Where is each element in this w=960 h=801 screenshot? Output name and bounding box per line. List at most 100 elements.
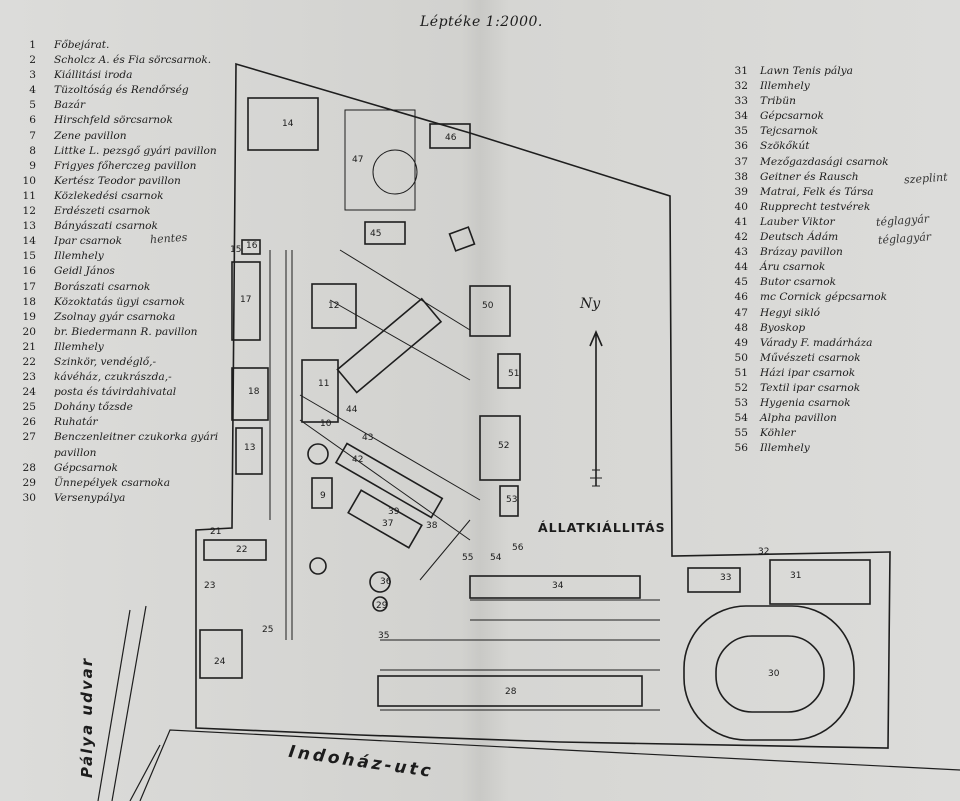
legend-text: Geidl János: [54, 265, 115, 278]
legend-number: 24: [22, 386, 36, 399]
legend-text: Kertész Teodor pavillon: [54, 174, 181, 187]
legend-number: 16: [22, 265, 36, 278]
building-45-hall: [336, 297, 443, 394]
legend-number: 15: [22, 250, 36, 263]
map-number-32: 32: [758, 547, 769, 557]
legend-number: 10: [22, 174, 36, 187]
legend-number: 50: [734, 351, 748, 364]
building-33: [687, 567, 741, 593]
legend-number: 49: [734, 336, 748, 349]
building-12: [311, 283, 357, 329]
legend-text: Ipar csarnok: [54, 235, 123, 248]
map-number-51: 51: [508, 369, 519, 379]
building-18: [231, 367, 269, 421]
legend-entry: 10 Kertész Teodor pavillon: [8, 174, 218, 189]
legend-text: Mezőgazdasági csarnok: [760, 155, 889, 168]
legend-number: 55: [734, 427, 748, 440]
legend-number: 38: [734, 170, 748, 183]
legend-number: 31: [734, 65, 748, 77]
map-number-10: 10: [320, 419, 332, 429]
legend-number: 6: [29, 114, 36, 127]
legend-text: mc Cornick gépcsarnok: [760, 291, 888, 304]
building-9: [311, 477, 333, 509]
place-label-palya-udvar: Pálya udvar: [78, 656, 96, 778]
legend-number: 9: [29, 159, 36, 172]
map-number-47: 47: [352, 155, 363, 165]
legend-number: 53: [734, 397, 748, 410]
map-number-54: 54: [490, 553, 502, 563]
legend-text: Áru csarnok: [760, 261, 826, 274]
legend-text: Geitner és Rausch: [760, 170, 859, 183]
legend-number: 2: [29, 54, 36, 67]
legend-text: Dohány tőzsde: [54, 401, 133, 414]
legend-text: Köhler: [760, 427, 796, 440]
legend-text: Kiállitási iroda: [54, 69, 133, 82]
map-scale: Léptéke 1:2000.: [420, 14, 543, 30]
legend-number: 22: [22, 355, 36, 368]
legend-text: Tejcsarnok: [760, 125, 819, 138]
north-arrow: [589, 329, 603, 486]
legend-number: 4: [29, 84, 36, 97]
legend-number: 35: [734, 125, 748, 138]
grounds-boundary: [195, 62, 891, 749]
map-number-36: 36: [380, 577, 392, 587]
building-50: [469, 285, 511, 337]
building-46: [429, 123, 471, 149]
legend-number: 43: [734, 246, 748, 259]
map-number-14: 14: [282, 119, 294, 129]
map-number-52: 52: [498, 441, 509, 451]
map-number-34: 34: [552, 581, 564, 591]
legend-text: Művészeti csarnok: [760, 351, 861, 364]
legend-number: 18: [22, 295, 36, 308]
legend-text: Textil ipar csarnok: [760, 381, 861, 394]
legend-number: 39: [734, 185, 748, 198]
building-45: [364, 221, 406, 245]
legend-number: 19: [22, 310, 36, 323]
map-number-24: 24: [214, 657, 226, 667]
building-17: [231, 261, 261, 341]
legend-text: Gépcsarnok: [54, 461, 118, 474]
legend-text: Butor csarnok: [760, 276, 837, 289]
legend-number: 56: [734, 442, 748, 455]
building-49: [448, 226, 476, 252]
handwritten-note-16: hentes: [149, 230, 188, 247]
legend-number: 33: [734, 95, 748, 108]
legend-text: Zsolnay gyár csarnoka: [54, 310, 176, 323]
legend-text: Rupprecht testvérek: [760, 200, 871, 213]
legend-number: 29: [22, 476, 36, 489]
legend-number: 41: [734, 215, 748, 228]
legend-number: 17: [22, 280, 36, 293]
legend-text: Házi ipar csarnok: [760, 366, 856, 379]
legend-text: Illemhely: [54, 250, 104, 263]
map-number-43: 43: [362, 433, 373, 443]
map-number-31: 31: [790, 571, 801, 581]
legend-text: kávéház, czukrászda,-: [54, 371, 172, 384]
legend-number: 13: [22, 220, 36, 233]
map-number-38: 38: [426, 521, 438, 531]
legend-text: Scholcz A. és Fia sörcsarnok.: [54, 54, 212, 67]
